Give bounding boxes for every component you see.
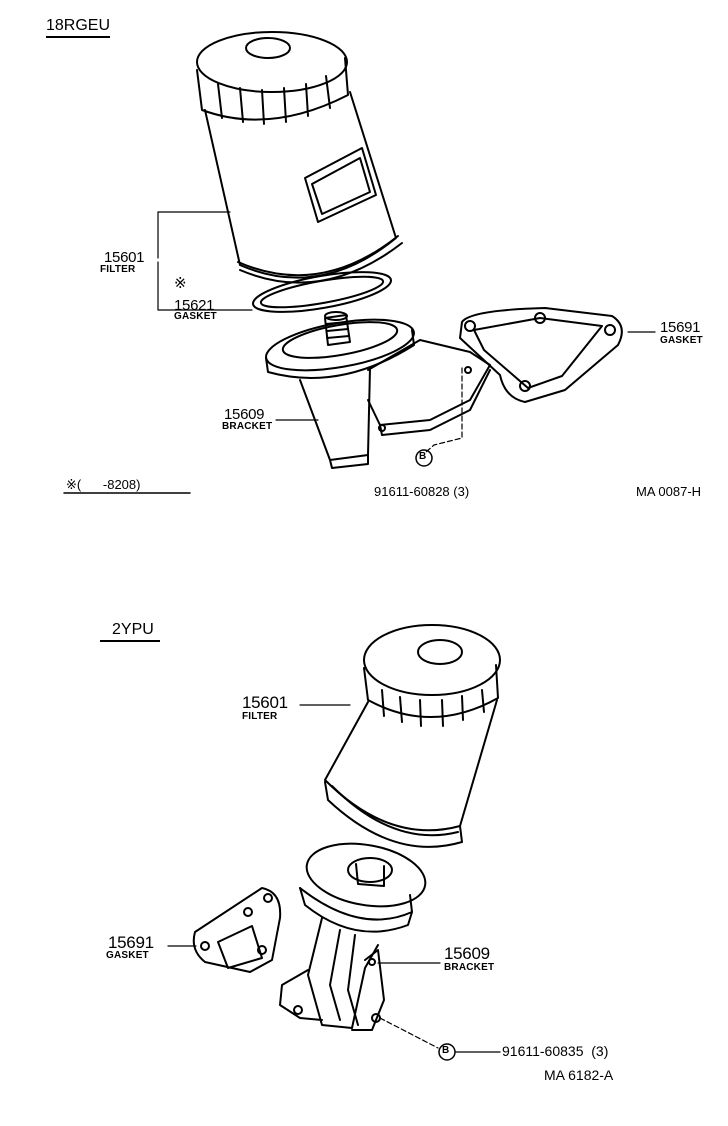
top-gasket-part-number: 15621: [174, 297, 215, 314]
top-filter-name: FILTER: [100, 264, 136, 275]
top-bolt-part-number: 91611-60828 (3): [374, 484, 470, 499]
bottom-filter-part-number: 15601: [242, 693, 288, 712]
top-filter-drawing: [196, 31, 403, 313]
top-gasket-name: GASKET: [174, 311, 217, 322]
top-bracket-name: BRACKET: [222, 421, 273, 432]
top-gasket-plate-part-number: 15691: [660, 319, 701, 336]
top-gasket-plate-name: GASKET: [660, 335, 703, 346]
top-gasket-plate-drawing: [459, 307, 623, 403]
top-leaders: [157, 211, 656, 453]
bottom-bracket-drawing: [279, 842, 427, 1031]
bottom-gasket-plate-drawing: [192, 887, 282, 973]
bottom-bracket-part-number: 15609: [444, 944, 490, 963]
top-bolt-symbol: B: [419, 451, 427, 462]
bottom-filter-name: FILTER: [242, 711, 278, 722]
bottom-bolt-circle: [438, 1043, 456, 1061]
bottom-bracket-name: BRACKET: [444, 962, 495, 973]
bottom-leaders: [167, 704, 501, 1053]
bottom-model-heading: 2YPU: [100, 622, 160, 642]
top-reference-code: MA 0087-H: [636, 484, 702, 499]
bottom-filter-drawing: [324, 624, 501, 848]
top-footnote-mark: ※: [174, 275, 187, 292]
top-bracket-drawing: [265, 311, 491, 469]
bottom-gasket-plate-name: GASKET: [106, 950, 149, 961]
top-filter-part-number: 15601: [104, 249, 145, 266]
bottom-reference-code: MA 6182-A: [544, 1067, 614, 1083]
top-model-heading: 18RGEU: [46, 18, 111, 38]
bottom-gasket-plate-part-number: 15691: [108, 933, 154, 952]
bottom-bolt-symbol: B: [442, 1045, 450, 1056]
top-bolt-circle: [415, 449, 433, 467]
top-footnote: ※( -8208): [66, 477, 141, 492]
top-bracket-part-number: 15609: [224, 406, 265, 423]
bottom-bolt-part-number: 91611-60835 (3): [502, 1043, 609, 1059]
